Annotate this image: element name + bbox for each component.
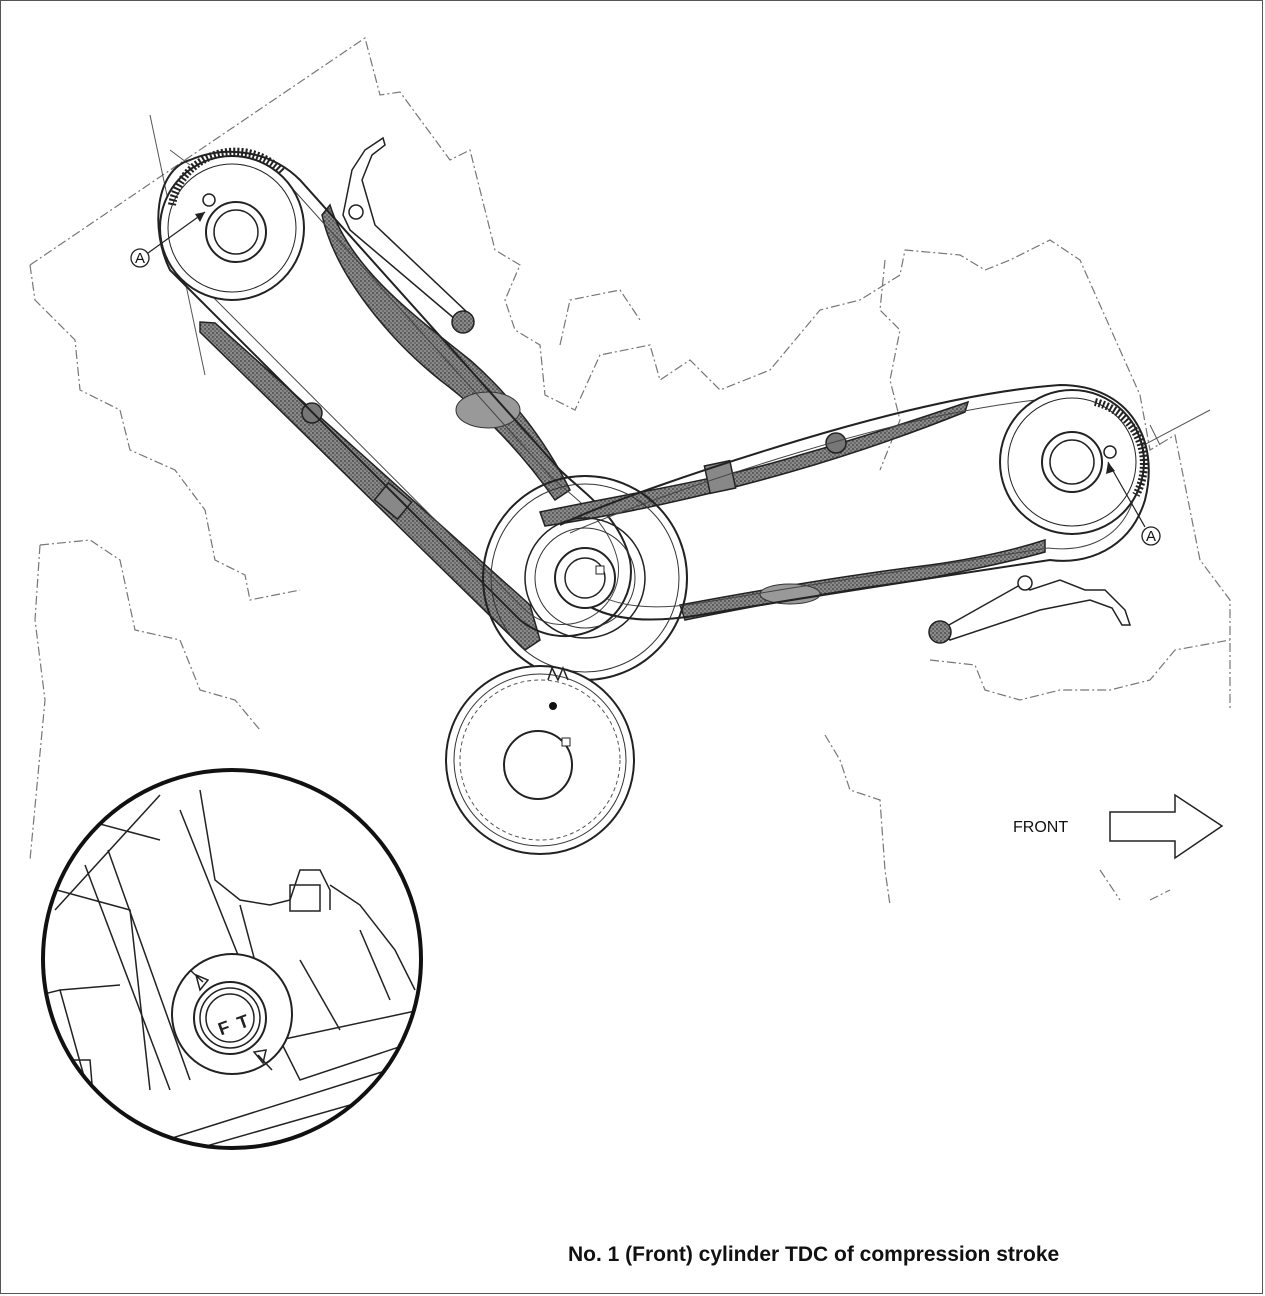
right-callout-circle (1141, 526, 1161, 546)
left-camshaft-sprocket (159, 147, 305, 301)
right-callout-leader (1107, 461, 1146, 528)
engine-block-outline (29, 37, 1231, 906)
crank-timing-dot (549, 702, 557, 710)
right-callout-arrowhead (1106, 462, 1115, 474)
detail-mark-arrow-bottom (252, 1049, 273, 1071)
upper-guide-pad (455, 391, 521, 429)
upper-tensioner-guide (321, 203, 571, 502)
right-tensioner-arm (938, 579, 1132, 641)
right-upper-chain-guide (539, 400, 970, 527)
front-direction-indicator: FRONT (1013, 793, 1224, 860)
right-timing-mark (1103, 445, 1117, 459)
right-guide-bolt (825, 432, 847, 454)
right-tensioner-plunger (928, 620, 952, 644)
right-guide-pad (759, 583, 821, 605)
left-tensioner-pivot (348, 204, 364, 220)
right-camshaft-sprocket (999, 389, 1148, 535)
left-callout-label: A (135, 250, 145, 267)
figure-caption: No. 1 (Front) cylinder TDC of compressio… (568, 1243, 1060, 1266)
oil-pump-sprocket (445, 665, 635, 855)
right-timing-chain (559, 383, 1150, 621)
left-chain-guide (199, 321, 541, 651)
left-callout-leader (147, 211, 206, 254)
detail-view: F T (41, 768, 423, 1150)
front-arrow-icon (1109, 793, 1224, 860)
right-callout-label: A (1146, 528, 1156, 545)
left-guide-tab (373, 481, 413, 521)
detail-mark-arrow-top (189, 969, 210, 992)
left-timing-mark (202, 193, 216, 207)
left-callout-arrowhead (195, 212, 205, 222)
right-tensioner-pivot (1017, 575, 1033, 591)
front-label: FRONT (1013, 819, 1068, 836)
detail-view-border (41, 768, 423, 1150)
left-callout-circle (130, 248, 150, 268)
left-tensioner-plunger (451, 310, 475, 334)
left-tensioner-arm (342, 136, 472, 327)
detail-washer-inner (205, 993, 255, 1043)
